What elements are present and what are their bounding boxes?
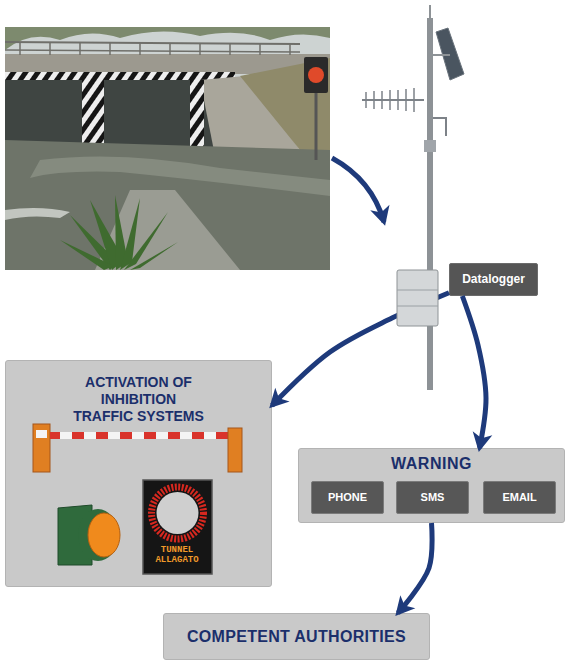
cabinet-seam (397, 306, 438, 307)
solar-panel (436, 28, 464, 80)
signal-pole (315, 60, 318, 160)
water-ripple (30, 156, 330, 196)
flow-arrow (272, 293, 449, 406)
prohibition-ring (152, 487, 204, 539)
barrier-post (228, 428, 242, 472)
barrier-sign (36, 430, 47, 438)
photo-trees (5, 27, 330, 50)
light-housing (58, 505, 92, 565)
road-barrier (33, 424, 242, 472)
yagi-antenna (362, 99, 424, 101)
node-label: WARNING (298, 454, 565, 473)
warning-panel: WARNING PHONE SMS EMAIL (298, 448, 565, 523)
grass-bank (240, 58, 330, 190)
barrier-arm (50, 432, 230, 439)
node-label: COMPETENT AUTHORITIES (187, 627, 406, 646)
pole-tip (429, 5, 431, 20)
node-label: SMS (421, 491, 445, 504)
node-label: ACTIVATION OF INHIBITION TRAFFIC SYSTEMS (71, 374, 207, 424)
amber-lamp (88, 513, 120, 557)
sensor-clamp (424, 140, 436, 152)
channel-box: PHONE (311, 481, 384, 514)
flow-arrow (462, 296, 486, 448)
pole-shaft (427, 18, 433, 390)
bridge-rail (5, 50, 300, 52)
panel-bracket (433, 54, 450, 56)
node-label: PHONE (328, 491, 367, 504)
prohibition-centre (157, 492, 199, 534)
channel-box: SMS (396, 481, 469, 514)
message-sign (143, 480, 212, 574)
action-panel: ACTIVATION OF INHIBITION TRAFFIC SYSTEMS (5, 360, 272, 587)
barrier-post (33, 424, 50, 472)
connector-group (272, 293, 486, 613)
bridge-stripes (5, 72, 235, 80)
striped-pillar (190, 80, 204, 150)
bridge-rail (5, 42, 300, 44)
flood-water (5, 140, 330, 270)
authority-box: COMPETENT AUTHORITIES (163, 613, 430, 660)
channel-box: EMAIL (483, 481, 556, 514)
road-median (95, 190, 240, 270)
bridge-deck (5, 54, 330, 74)
sensor-arm (433, 118, 446, 136)
photo-sky (5, 27, 330, 270)
flow-arrow (332, 158, 384, 222)
sign-panel (143, 480, 212, 574)
datalogger-tag: Datalogger (449, 263, 538, 296)
node-label: Datalogger (462, 272, 525, 286)
concrete-wall (200, 76, 300, 156)
underpass-shadow (5, 80, 240, 150)
flashing-light (58, 505, 120, 565)
flow-arrow (398, 523, 432, 613)
logger-cabinet (397, 270, 438, 326)
underpass-photo (5, 27, 330, 270)
water-splash (5, 208, 70, 220)
agave-plant (60, 195, 178, 270)
monitoring-pole (362, 5, 464, 390)
cabinet-seam (397, 290, 438, 291)
signal-lamp (308, 67, 324, 83)
rail-posts (20, 42, 290, 55)
antenna-elements (366, 88, 414, 112)
light-hood (78, 509, 118, 561)
striped-pillar (82, 80, 104, 158)
signal-box (304, 57, 328, 93)
node-label: EMAIL (502, 491, 536, 504)
